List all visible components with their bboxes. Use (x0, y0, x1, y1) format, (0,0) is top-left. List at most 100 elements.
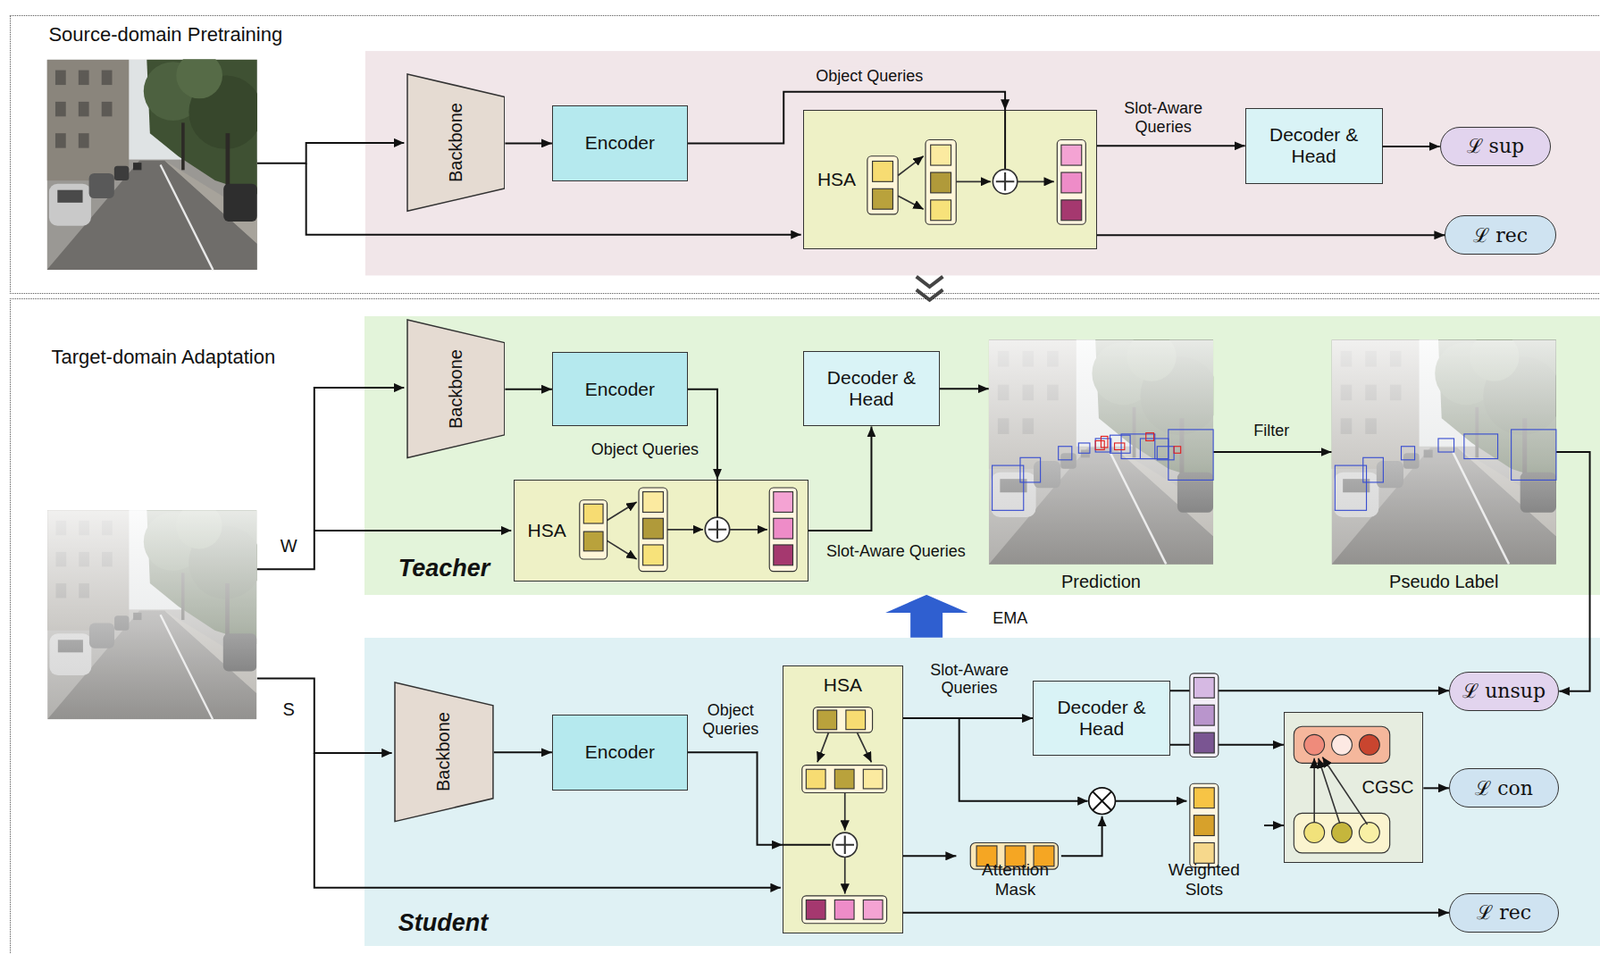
slot-graphic (643, 518, 664, 539)
node-label: ℒ sup (1466, 134, 1525, 158)
multiply-wire (959, 718, 1089, 802)
prediction-photo (1139, 438, 1168, 460)
input-photo (47, 502, 262, 720)
slot-graphic (955, 180, 991, 183)
cgsc-graphic (1322, 757, 1367, 825)
label-patch: Filter (1250, 421, 1292, 441)
section-heading: Source-domain Pretraining (48, 23, 283, 46)
slot-graphic (805, 899, 826, 920)
connector (1170, 689, 1450, 692)
slot-graphic (773, 518, 794, 539)
connector (687, 389, 718, 480)
prediction-photo (1121, 434, 1156, 460)
slot-graphic (708, 520, 728, 540)
input-wire (257, 142, 404, 164)
slot-stack (1193, 787, 1215, 809)
multiply-wire (959, 718, 1188, 856)
multiply-wire (1092, 791, 1112, 811)
edge-label: Object Queries (694, 702, 768, 739)
prediction-photo (988, 332, 1220, 565)
slot-stack (1189, 673, 1219, 868)
cgsc-graphic (1304, 734, 1325, 755)
cgsc-graphic (1358, 822, 1380, 844)
slot-graphic (925, 139, 956, 225)
prediction-photo (992, 429, 1215, 511)
loss-pill: ℒ sup (1440, 126, 1552, 167)
prediction-photo (1110, 435, 1131, 453)
pseudo-label-photo (1334, 429, 1557, 511)
connector (808, 426, 872, 531)
prediction-photo (1156, 446, 1174, 461)
loss-pill: ℒ con (1449, 768, 1559, 808)
connector (687, 92, 1006, 144)
slot-graphic (844, 856, 847, 894)
connector (1556, 452, 1591, 692)
slot-graphic (773, 544, 794, 566)
edge-label: Slot-Aware Queries (918, 661, 1021, 698)
slot-graphic (782, 707, 888, 924)
slot-stack (1189, 783, 1219, 868)
slot-graphic (835, 835, 855, 855)
backbone-trapezoid: Backbone (406, 318, 506, 459)
panel-heading: Student (398, 909, 489, 938)
slot-graphic (769, 487, 797, 572)
node-label: Backbone (433, 712, 454, 792)
node-label: Decoder & Head (813, 367, 930, 411)
slot-graphic (1061, 172, 1082, 193)
slot-graphic (856, 732, 872, 763)
slot-graphic (992, 169, 1017, 194)
backbone-trapezoid: Backbone (406, 73, 506, 212)
node-label: HSA (527, 519, 567, 542)
slot-graphic (817, 732, 830, 763)
slot-graphic (812, 707, 872, 734)
input-photo (47, 52, 263, 721)
edge-label: Slot-Aware Queries (826, 541, 966, 561)
slot-stack (1193, 815, 1215, 837)
input-wire (257, 678, 393, 754)
label-patch: Object Queries (812, 66, 926, 85)
cgsc-graphic (1331, 822, 1353, 844)
node-label: Encoder (585, 132, 655, 154)
slot-graphic (1056, 139, 1086, 225)
slot-stack (1193, 677, 1215, 698)
slot-graphic (716, 479, 719, 518)
prediction-photo (1078, 443, 1090, 453)
slot-graphic (897, 156, 924, 176)
hsa-module: HSA (803, 109, 1098, 249)
loss-pill: ℒ rec (1444, 215, 1557, 255)
input-wire (257, 142, 802, 888)
backbone-outline (407, 74, 505, 211)
slot-graphic (607, 540, 637, 560)
prediction-photo (1100, 435, 1108, 448)
slot-graphic (667, 528, 704, 531)
pretraining-panel (365, 50, 1600, 276)
node-label: CGSC (1362, 777, 1415, 798)
attention-mask-graphic (970, 842, 1058, 870)
prediction-photo (992, 465, 1024, 511)
prediction-photo (1020, 457, 1041, 483)
prediction-photo (1168, 429, 1214, 481)
hsa-module: HSA (782, 665, 904, 934)
pseudo-label-photo (1363, 457, 1384, 483)
slot-graphic (1061, 144, 1082, 166)
connector (1264, 824, 1284, 827)
input-photo (47, 52, 263, 271)
prediction-photo (1095, 440, 1105, 450)
prediction-photo (1146, 433, 1155, 442)
slot-graphic (862, 899, 883, 920)
section-chevron (916, 276, 944, 287)
prediction-photo (1058, 446, 1073, 461)
encoder-box: Encoder (552, 105, 688, 183)
connector (939, 387, 989, 390)
slot-graphic (579, 479, 797, 572)
slot-graphic (1017, 180, 1055, 183)
connector (494, 751, 553, 754)
input-wire (257, 387, 404, 570)
slot-graphic (817, 710, 838, 730)
prediction-photo (988, 332, 1220, 565)
connector (1382, 145, 1441, 148)
label-patch: Slot-Aware Queries (823, 541, 969, 561)
prediction-photo (1114, 443, 1125, 451)
